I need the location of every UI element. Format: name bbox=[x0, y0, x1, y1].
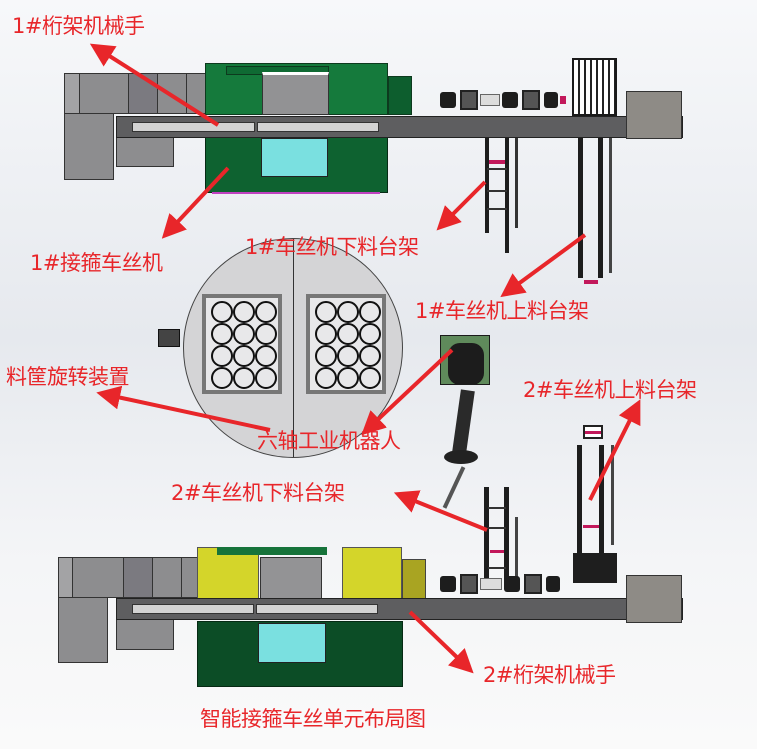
gantry-2-beam bbox=[256, 604, 378, 614]
arrow-basket-rotator bbox=[96, 385, 271, 432]
label-gantry-1: 1#桁架机械手 bbox=[12, 14, 145, 38]
label-unload-rack-1: 1#车丝机下料台架 bbox=[245, 235, 419, 259]
label-coupling-lathe-1: 1#接箍车丝机 bbox=[30, 251, 163, 275]
lathe-1-side bbox=[388, 76, 412, 115]
gantry-1-housing bbox=[128, 73, 158, 114]
rotator-motor bbox=[158, 329, 180, 347]
label-load-rack-1: 1#车丝机上料台架 bbox=[415, 299, 589, 323]
basket-right bbox=[306, 294, 386, 394]
label-unload-rack-2: 2#车丝机下料台架 bbox=[171, 481, 345, 505]
arrow-unload-rack-1 bbox=[436, 180, 487, 231]
lathe-2-chuck-window bbox=[260, 557, 322, 599]
lathe-1-window bbox=[261, 138, 328, 177]
arrow-load-rack-1 bbox=[500, 233, 587, 298]
lathe-2-window bbox=[258, 623, 326, 663]
label-robot: 六轴工业机器人 bbox=[257, 429, 401, 453]
label-basket-rotator: 料筐旋转装置 bbox=[6, 365, 130, 389]
diagram-title: 智能接箍车丝单元布局图 bbox=[200, 707, 426, 731]
lathe-2-right-block bbox=[342, 547, 402, 599]
gantry-1-end-bin bbox=[626, 91, 682, 139]
label-load-rack-2: 2#车丝机上料台架 bbox=[523, 378, 697, 402]
arrow-load-rack-2 bbox=[588, 399, 641, 501]
basket-left bbox=[202, 294, 282, 394]
gantry-1-housing bbox=[79, 73, 129, 114]
load-rack-2 bbox=[573, 425, 621, 583]
lathe-2-side bbox=[402, 559, 426, 599]
rotator-axis bbox=[293, 239, 294, 457]
feeder-rollers-1 bbox=[440, 90, 570, 114]
basket-right-grid bbox=[315, 301, 381, 389]
gantry-1-lower-box bbox=[64, 113, 114, 180]
gantry-2-beam bbox=[132, 604, 254, 614]
gantry-2-rail bbox=[116, 598, 683, 620]
lathe-1-baseline bbox=[212, 192, 380, 194]
load-rack-1-tower bbox=[572, 58, 617, 116]
arrow-lathe-1 bbox=[161, 166, 230, 239]
unit-1 bbox=[0, 0, 757, 300]
arrow-robot bbox=[361, 348, 454, 436]
lathe-2-top-bar bbox=[217, 547, 327, 555]
unit-2 bbox=[0, 420, 757, 700]
gantry-1-beam bbox=[132, 122, 255, 132]
unload-rack-2 bbox=[482, 487, 522, 587]
six-axis-robot bbox=[440, 335, 500, 509]
gantry-1-rail bbox=[116, 116, 683, 138]
lathe-1-chuck-window bbox=[262, 72, 329, 115]
arrow-gantry-2 bbox=[408, 610, 474, 674]
feeder-rollers-2 bbox=[440, 574, 580, 598]
basket-left-grid bbox=[211, 301, 277, 389]
unload-rack-1 bbox=[483, 138, 519, 253]
basket-rotator bbox=[158, 238, 403, 458]
gantry-2-housing bbox=[123, 557, 153, 598]
arrow-gantry-1 bbox=[89, 43, 220, 127]
gantry-2-lower-box bbox=[58, 597, 108, 663]
gantry-2-end-bin bbox=[626, 575, 682, 623]
load-rack-1 bbox=[576, 138, 616, 288]
arrow-unload-rack-2 bbox=[393, 490, 488, 532]
label-gantry-2: 2#桁架机械手 bbox=[483, 663, 616, 687]
gantry-1-beam bbox=[257, 122, 379, 132]
